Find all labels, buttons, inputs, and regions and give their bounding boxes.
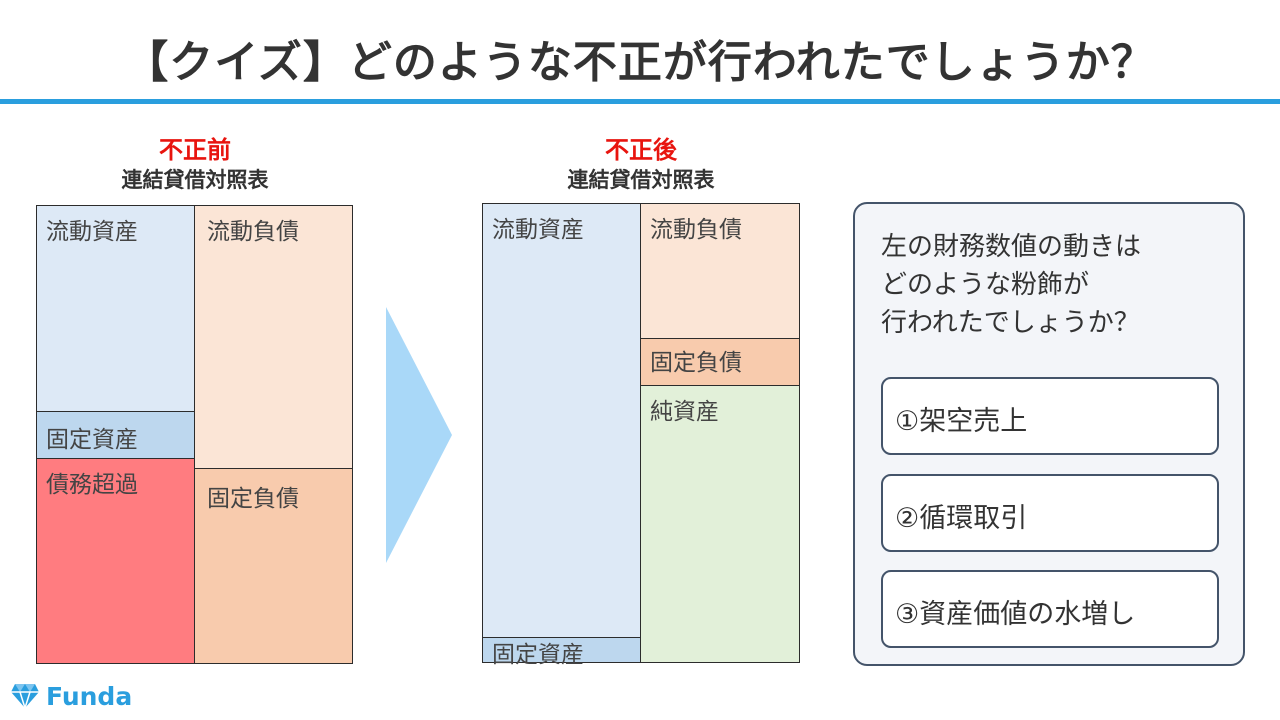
after-sheet-heading: 不正後 連結貸借対照表 bbox=[482, 134, 800, 194]
after-current-assets-block: 流動資産 bbox=[482, 203, 641, 638]
funda-logo: Funda bbox=[10, 679, 132, 713]
quiz-question: 左の財務数値の動きは どのような粉飾が 行われたでしょうか？ bbox=[881, 228, 1231, 342]
option-label: ③資産価値の水増し bbox=[895, 599, 1136, 630]
after-fixed-assets-label: 固定資産 bbox=[492, 642, 584, 668]
title-underline bbox=[0, 99, 1280, 104]
diamond-logo-icon bbox=[11, 684, 39, 709]
option-asset-inflation[interactable]: ③資産価値の水増し bbox=[881, 570, 1219, 648]
brand-name: Funda bbox=[46, 681, 133, 711]
after-current-assets-label: 流動資産 bbox=[492, 217, 584, 243]
before-fixed-liabilities-label: 固定負債 bbox=[207, 486, 299, 512]
before-deficit-block: 債務超過 bbox=[36, 458, 195, 664]
quiz-question-line: どのような粉飾が bbox=[881, 270, 1090, 300]
after-current-liabilities-block: 流動負債 bbox=[640, 203, 800, 339]
quiz-question-line: 左の財務数値の動きは bbox=[881, 232, 1142, 262]
after-current-liabilities-label: 流動負債 bbox=[650, 217, 742, 243]
after-sheet-title: 連結貸借対照表 bbox=[567, 168, 715, 192]
before-fixed-liabilities-block: 固定負債 bbox=[194, 468, 353, 664]
before-state-label: 不正前 bbox=[159, 136, 231, 164]
before-sheet-title: 連結貸借対照表 bbox=[121, 168, 269, 192]
after-fixed-assets-block: 固定資産 bbox=[482, 637, 641, 668]
before-sheet-heading: 不正前 連結貸借対照表 bbox=[36, 134, 354, 194]
after-net-assets-label: 純資産 bbox=[650, 399, 719, 425]
option-label: ①架空売上 bbox=[895, 406, 1028, 437]
after-state-label: 不正後 bbox=[605, 136, 677, 164]
transition-arrow-icon bbox=[386, 307, 452, 563]
after-fixed-liabilities-block: 固定負債 bbox=[640, 338, 800, 386]
page-title: 【クイズ】どのような不正が行われたでしょうか？ bbox=[124, 37, 1156, 88]
before-current-assets-label: 流動資産 bbox=[46, 219, 138, 245]
quiz-question-line: 行われたでしょうか？ bbox=[881, 308, 1140, 338]
option-label: ②循環取引 bbox=[895, 503, 1028, 534]
option-fictitious-sales[interactable]: ①架空売上 bbox=[881, 377, 1219, 455]
before-fixed-assets-block: 固定資産 bbox=[36, 411, 195, 459]
option-circular-trading[interactable]: ②循環取引 bbox=[881, 474, 1219, 552]
before-current-assets-block: 流動資産 bbox=[36, 205, 195, 412]
before-fixed-assets-label: 固定資産 bbox=[46, 427, 138, 453]
before-current-liabilities-label: 流動負債 bbox=[207, 219, 299, 245]
quiz-panel: 左の財務数値の動きは どのような粉飾が 行われたでしょうか？ ①架空売上 ②循環… bbox=[853, 202, 1245, 666]
after-net-assets-block: 純資産 bbox=[640, 385, 800, 663]
before-deficit-label: 債務超過 bbox=[46, 472, 138, 498]
after-fixed-liabilities-label: 固定負債 bbox=[650, 350, 742, 376]
before-current-liabilities-block: 流動負債 bbox=[194, 205, 353, 469]
